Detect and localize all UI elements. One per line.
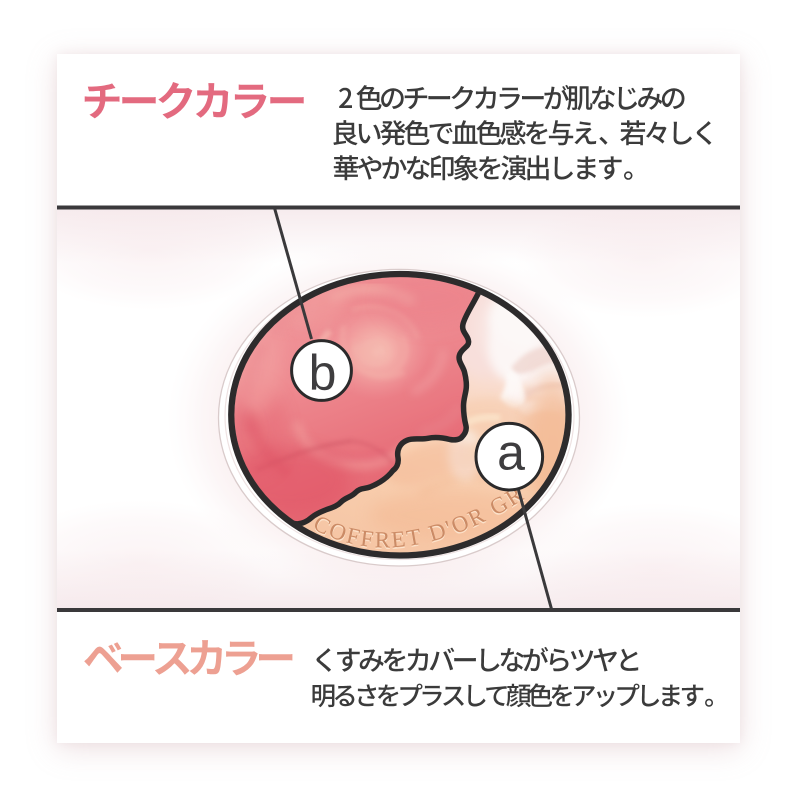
svg-text:a: a: [497, 425, 525, 481]
svg-text:b: b: [309, 345, 337, 401]
